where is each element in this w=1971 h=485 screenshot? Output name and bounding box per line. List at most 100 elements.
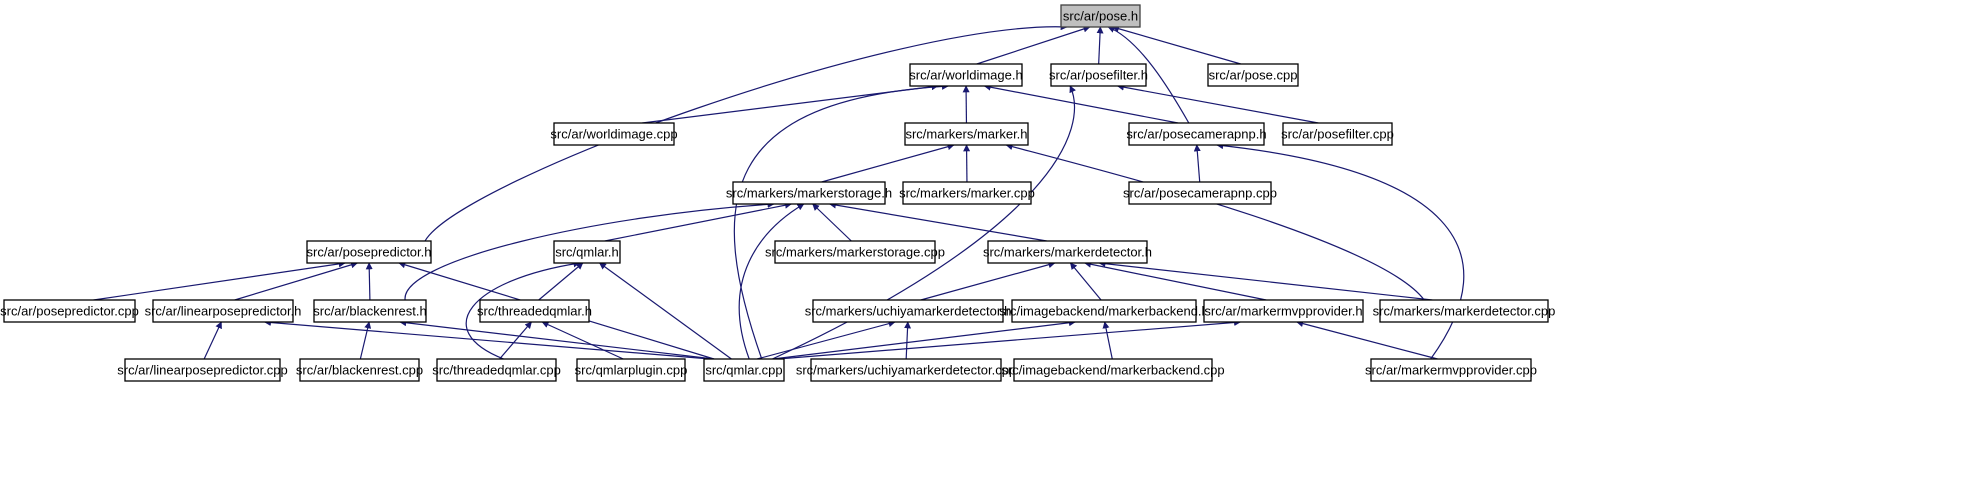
- edge-posecamerapnp_cpp-to-posecamerapnp_h: [1193, 144, 1201, 183]
- edge-blackenrest_h-to-markerstorage_h: [404, 200, 775, 301]
- node-label: src/markers/markerstorage.h: [726, 186, 892, 201]
- node-markerstorage-cpp[interactable]: src/markers/markerstorage.cpp: [765, 240, 945, 264]
- node-blackenrest-cpp[interactable]: src/ar/blackenrest.cpp: [296, 358, 423, 382]
- node-qmlar-h[interactable]: src/qmlar.h: [553, 240, 621, 264]
- node-marker-cpp[interactable]: src/markers/marker.cpp: [899, 181, 1035, 205]
- edge: [203, 321, 222, 360]
- edge-qmlar_cpp-to-markermvpprovider_h: [777, 319, 1242, 360]
- node-qmlar-cpp[interactable]: src/qmlar.cpp: [703, 358, 785, 382]
- node-box: [1050, 63, 1147, 87]
- node-label: src/ar/linearposepredictor.cpp: [117, 363, 288, 378]
- node-markermvpprovider-h[interactable]: src/ar/markermvpprovider.h: [1203, 299, 1364, 323]
- node-box: [1013, 358, 1213, 382]
- edge-qmlar_cpp-to-linearposepredictor_h: [263, 319, 711, 360]
- node-label: src/threadedqmlar.cpp: [432, 363, 561, 378]
- edge-qmlar_cpp-to-markerbackend_h: [772, 319, 1076, 360]
- edge: [1216, 142, 1465, 360]
- edge-qmlar_cpp-to-worldimage_h: [733, 82, 949, 360]
- node-worldimage-h[interactable]: src/ar/worldimage.h: [909, 63, 1023, 87]
- edge: [263, 319, 711, 360]
- edge-qmlar_cpp-to-uchiyamarkerdetector_h: [756, 320, 896, 360]
- node-box: [436, 358, 557, 382]
- node-posefilter-h[interactable]: src/ar/posefilter.h: [1049, 63, 1148, 87]
- node-label: src/ar/posefilter.cpp: [1281, 127, 1394, 142]
- edge: [733, 82, 949, 360]
- node-posepredictor-cpp[interactable]: src/ar/posepredictor.cpp: [0, 299, 139, 323]
- node-markerdetector-cpp[interactable]: src/markers/markerdetector.cpp: [1373, 299, 1556, 323]
- node-pose-h[interactable]: src/ar/pose.h: [1060, 4, 1141, 28]
- edge: [1107, 26, 1190, 124]
- edge-threadedqmlar_cpp-to-qmlar_h: [465, 260, 581, 360]
- edge: [1112, 25, 1241, 65]
- edge-markerbackend_cpp-to-markerbackend_h: [1102, 321, 1113, 360]
- edge: [598, 262, 732, 360]
- node-box: [299, 358, 420, 382]
- edge: [1005, 143, 1425, 301]
- node-box: [909, 63, 1023, 87]
- edge-qmlar_cpp-to-qmlar_h: [598, 262, 732, 360]
- edge: [604, 201, 792, 242]
- node-box: [1370, 358, 1532, 382]
- edge: [424, 23, 1068, 242]
- node-box: [1203, 299, 1364, 323]
- node-label: src/markers/marker.cpp: [899, 186, 1035, 201]
- edge-markerdetector_cpp-to-markerdetector_h: [1098, 260, 1433, 301]
- node-box: [812, 299, 1004, 323]
- edge-worldimage_h-to-pose_h: [976, 25, 1091, 65]
- node-blackenrest-h[interactable]: src/ar/blackenrest.h: [313, 299, 427, 323]
- edge-posefilter_cpp-to-posefilter_h: [1116, 83, 1319, 124]
- edge: [404, 200, 775, 301]
- edge: [756, 320, 896, 360]
- edge-posepredictor_cpp-to-posepredictor_h: [93, 260, 346, 301]
- node-markerdetector-h[interactable]: src/markers/markerdetector.h: [983, 240, 1152, 264]
- node-threadedqmlar-h[interactable]: src/threadedqmlar.h: [477, 299, 592, 323]
- node-worldimage-cpp[interactable]: src/ar/worldimage.cpp: [550, 122, 678, 146]
- node-qmlarplugin-cpp[interactable]: src/qmlarplugin.cpp: [575, 358, 688, 382]
- edge: [499, 321, 532, 360]
- nodes-layer: src/ar/pose.h src/ar/worldimage.h src/ar/p…: [0, 4, 1556, 382]
- edge-posepredictor_h-to-pose_h: [424, 23, 1068, 242]
- node-markerstorage-h[interactable]: src/markers/markerstorage.h: [726, 181, 892, 205]
- edge-pose_cpp-to-pose_h: [1112, 25, 1241, 65]
- node-uchiyamarkerdetector-cpp[interactable]: src/markers/uchiyamarkerdetector.cpp: [796, 358, 1016, 382]
- edge: [1084, 260, 1267, 301]
- node-label: src/ar/posecamerapnp.cpp: [1123, 186, 1277, 201]
- node-markerbackend-h[interactable]: src/imagebackend/markerbackend.h: [999, 299, 1209, 323]
- edge: [1193, 144, 1201, 183]
- node-label: src/ar/worldimage.cpp: [550, 127, 677, 142]
- edge: [821, 143, 955, 183]
- node-linearposepredictor-cpp[interactable]: src/ar/linearposepredictor.cpp: [117, 358, 288, 382]
- node-box: [703, 358, 785, 382]
- node-threadedqmlar-cpp[interactable]: src/threadedqmlar.cpp: [432, 358, 561, 382]
- node-linearposepredictor-h[interactable]: src/ar/linearposepredictor.h: [145, 299, 302, 323]
- node-label: src/markers/markerdetector.cpp: [1373, 304, 1556, 319]
- edge-markerdetector_cpp-to-marker_h: [1005, 143, 1425, 301]
- node-label: src/markers/markerdetector.h: [983, 245, 1152, 260]
- node-marker-h[interactable]: src/markers/marker.h: [904, 122, 1029, 146]
- edge-blackenrest_h-to-posepredictor_h: [365, 262, 373, 301]
- node-box: [1207, 63, 1299, 87]
- node-label: src/ar/pose.cpp: [1209, 68, 1298, 83]
- node-pose-cpp[interactable]: src/ar/pose.cpp: [1207, 63, 1299, 87]
- node-posefilter-cpp[interactable]: src/ar/posefilter.cpp: [1281, 122, 1394, 146]
- node-posepredictor-h[interactable]: src/ar/posepredictor.h: [306, 240, 432, 264]
- node-markermvpprovider-cpp[interactable]: src/ar/markermvpprovider.cpp: [1365, 358, 1537, 382]
- node-label: src/ar/pose.h: [1063, 9, 1138, 24]
- edge-markerbackend_h-to-markerdetector_h: [1069, 262, 1102, 301]
- edge: [904, 321, 912, 360]
- edge-posecamerapnp_h-to-worldimage_h: [983, 83, 1179, 124]
- node-label: src/ar/markermvpprovider.h: [1204, 304, 1362, 319]
- node-posecamerapnp-cpp[interactable]: src/ar/posecamerapnp.cpp: [1123, 181, 1277, 205]
- edge: [1102, 321, 1113, 360]
- edge: [399, 319, 715, 360]
- edge: [234, 261, 358, 301]
- edge-linearposepredictor_cpp-to-linearposepredictor_h: [203, 321, 222, 360]
- node-box: [553, 240, 621, 264]
- edge: [1098, 260, 1433, 301]
- edge-threadedqmlar_h-to-qmlar_h: [538, 262, 584, 301]
- edge-threadedqmlar_cpp-to-threadedqmlar_h: [499, 321, 532, 360]
- node-posecamerapnp-h[interactable]: src/ar/posecamerapnp.h: [1126, 122, 1267, 146]
- node-markerbackend-cpp[interactable]: src/imagebackend/markerbackend.cpp: [1001, 358, 1225, 382]
- node-uchiyamarkerdetector-h[interactable]: src/markers/uchiyamarkerdetector.h: [805, 299, 1012, 323]
